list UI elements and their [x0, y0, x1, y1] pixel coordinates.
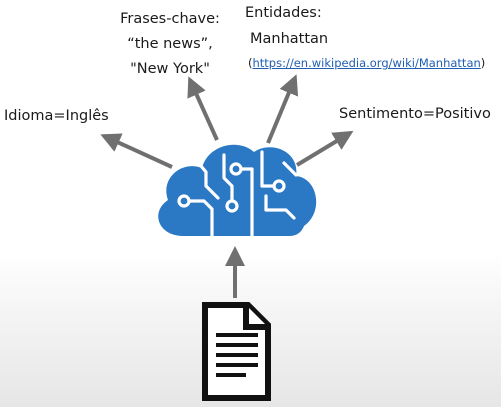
arrow-to-sentiment: [295, 130, 354, 167]
key-phrase-item: “the news”,: [127, 36, 213, 52]
arrow-to-language: [100, 133, 173, 169]
entity-link-paren-close: ): [480, 56, 486, 70]
entity-link-paren-open: (: [248, 56, 253, 70]
arrow-to-key-phrases: [187, 76, 219, 141]
key-phrase-item: "New York": [130, 61, 210, 77]
entity-name: Manhattan: [250, 31, 329, 47]
cloud-brain-icon: [158, 144, 317, 238]
entity-wikipedia-link[interactable]: https://en.wikipedia.org/wiki/Manhattan: [252, 56, 481, 70]
sentiment-label: Sentimento=Positivo: [339, 106, 491, 122]
language-label: Idioma=Inglês: [4, 108, 109, 124]
key-phrases-title: Frases-chave:: [120, 11, 220, 27]
document-icon: [202, 302, 271, 401]
entities-title: Entidades:: [245, 5, 322, 21]
key-phrases-block: Frases-chave: “the news”, "New York": [105, 7, 235, 82]
arrow-to-entities: [266, 74, 299, 144]
entity-link-row: (https://en.wikipedia.org/wiki/Manhattan…: [248, 55, 485, 71]
